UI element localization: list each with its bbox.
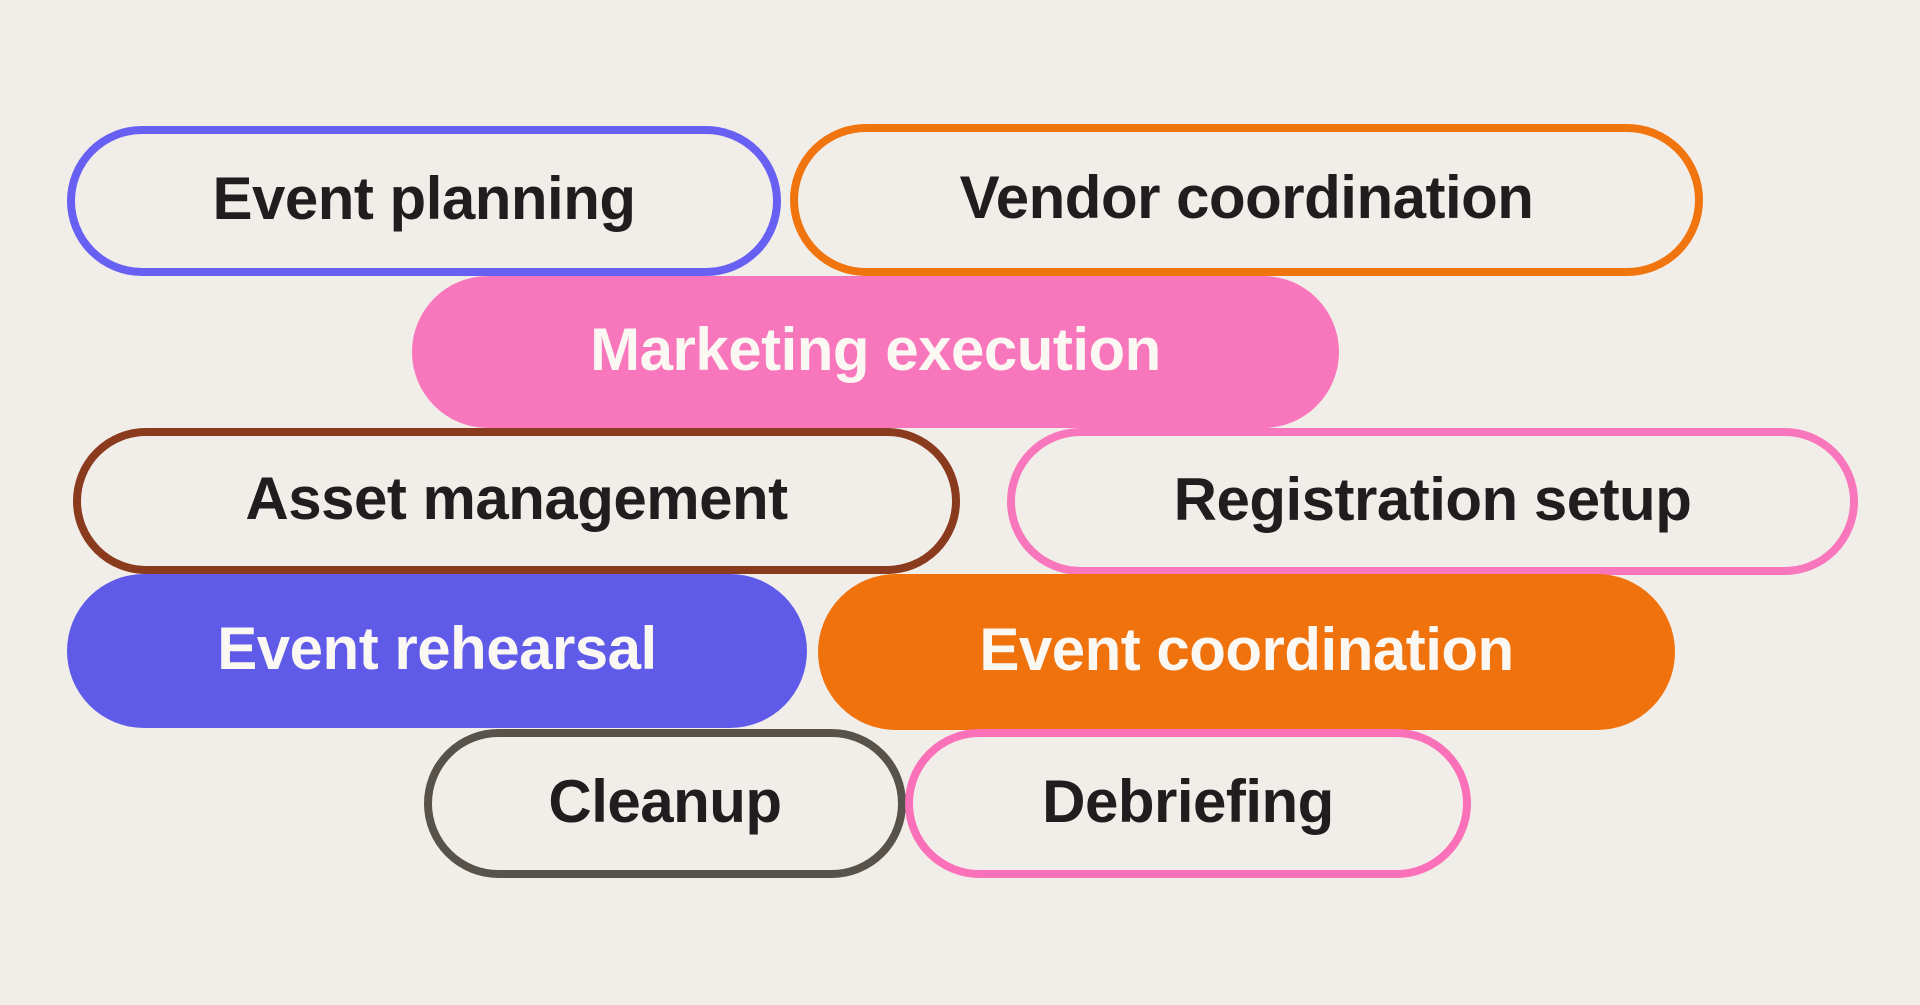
pill-event-planning: Event planning — [67, 126, 781, 276]
pill-vendor-coordination: Vendor coordination — [790, 124, 1703, 276]
pill-cleanup-label: Cleanup — [548, 767, 782, 835]
pill-registration-setup: Registration setup — [1007, 428, 1858, 575]
pill-debriefing-label: Debriefing — [1042, 767, 1334, 835]
pill-event-coordination-label: Event coordination — [979, 616, 1514, 683]
pill-asset-management: Asset management — [73, 428, 960, 574]
pill-registration-setup-label: Registration setup — [1173, 465, 1692, 533]
pill-marketing-execution-label: Marketing execution — [590, 316, 1161, 383]
pill-asset-management-label: Asset management — [245, 465, 788, 532]
pill-marketing-execution: Marketing execution — [412, 276, 1339, 428]
pill-event-coordination: Event coordination — [818, 574, 1675, 730]
pill-vendor-coordination-label: Vendor coordination — [959, 164, 1534, 231]
pill-debriefing: Debriefing — [905, 729, 1471, 878]
pill-event-rehearsal: Event rehearsal — [67, 574, 807, 728]
pill-event-rehearsal-label: Event rehearsal — [217, 615, 657, 682]
pill-event-planning-label: Event planning — [212, 165, 636, 232]
pill-cleanup: Cleanup — [424, 729, 906, 878]
